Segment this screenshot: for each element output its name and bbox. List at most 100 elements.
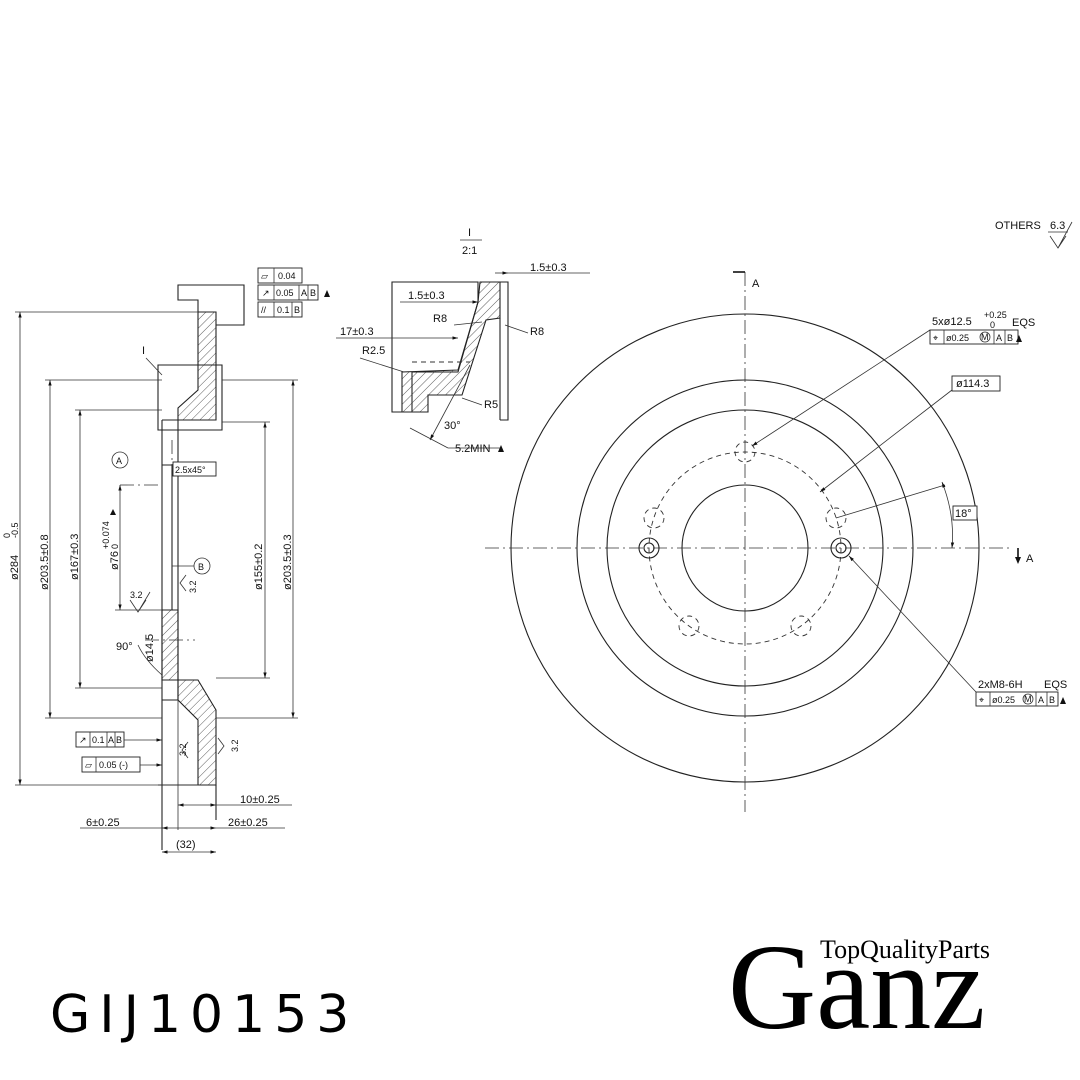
key-feature-triangle [110,509,116,515]
runout-fcf: ↗ 0.1 A B [75,731,162,748]
dim-disc-thickness: 10±0.25 [240,794,280,806]
fcf-runout-value: 0.05 [276,288,294,298]
bolt-hole-fcf: ⌖ ø0.25 M A B [929,329,1022,345]
roughness-symbol-d: 3.2 [217,737,240,755]
detail-scale: 2:1 [462,245,477,257]
dim-braking-diameter-2: ø203.5±0.3 [282,534,294,590]
thread-suffix: EQS [1044,679,1067,691]
dim-braking-diameter-1: ø203.5±0.8 [39,534,51,590]
brand-slogan: TopQualityParts [820,935,990,964]
detail-view: I 2:1 1.5±0.3 1.5±0.3 R8 R8 17±0.3 R2.5 … [336,227,590,455]
svg-text:3.2: 3.2 [178,743,188,756]
svg-text:0.1: 0.1 [92,735,105,745]
detail-width: 17±0.3 [340,326,374,338]
pcd-label: ø114.3 [956,378,989,390]
fcf-runout-ref-b: B [310,288,316,298]
hub-section [161,609,179,681]
dim-outer-tol-lower: -0.5 [10,522,20,538]
front-view: A A 5xø12.5 +0.25 0 EQS ⌖ ø0.25 M A B ø1… [485,271,1067,812]
dim-hub-diameter: ø167±0.3 [69,534,81,580]
bolt-hole-suffix: EQS [1012,317,1035,329]
svg-text:▱: ▱ [85,760,92,770]
flatness-fcf: ▱ 0.05 (-) [81,756,162,773]
hole-angle-label: 90° [116,641,133,653]
thread-spec: 2xM8-6H [978,679,1023,691]
svg-text:B: B [1049,695,1055,705]
fcf-parallel-ref-b: B [294,305,300,315]
disc-section-lower [177,679,217,786]
svg-text:3.2: 3.2 [230,739,240,752]
svg-text:3.2: 3.2 [188,580,198,593]
threaded-holes [638,537,852,559]
detail-section-hatch [401,281,501,413]
svg-text:A: A [116,456,122,466]
roughness-symbol-a: 3.2 [129,590,151,613]
brand-logo: Ganz [728,920,985,1055]
svg-text:A: A [108,735,114,745]
dim-main-thickness: 26±0.25 [228,817,268,829]
fcf-runout-ref-a: A [301,288,307,298]
section-marker-top: A [752,278,760,290]
svg-text:A: A [1038,695,1044,705]
svg-text:ø0.25: ø0.25 [992,695,1015,705]
detail-radius-r8-a: R8 [433,313,447,325]
bolt-hole-tol-upper: +0.25 [984,310,1007,320]
svg-text:B: B [116,735,122,745]
detail-angle: 30° [444,420,461,432]
hub-face [162,464,173,611]
dim-hole-diameter: ø14.5 [144,634,156,662]
fcf-runout-symbol: ↗ [262,288,270,298]
detail-radius-r5: R5 [484,399,498,411]
dim-outer-tol-upper: 0 [2,533,12,538]
svg-text:3.2: 3.2 [130,590,143,600]
detail-inner-step: 1.5±0.3 [408,290,445,302]
roughness-others-value: 6.3 [1050,220,1065,232]
thread-fcf: ⌖ ø0.25 M A B [975,691,1066,707]
dim-center-tol-upper: +0.074 [101,521,111,549]
roughness-symbol-b: 3.2 [179,574,198,593]
fcf-flatness-value: 0.04 [278,271,296,281]
fcf-parallel-symbol: // [261,305,267,315]
bolt-holes [643,441,847,637]
detail-id: I [468,227,471,239]
datum-a-marker [111,451,129,469]
side-section-view: ø284 0 -0.5 ø203.5±0.8 ø167±0.3 ø76 +0.0… [2,267,330,854]
svg-text:B: B [1007,333,1013,343]
dim-center-diameter: ø76 [109,551,121,570]
detail-radius-r8-b: R8 [530,326,544,338]
bolt-hole-spec: 5xø12.5 [932,316,972,328]
detail-radius-r25: R2.5 [362,345,385,357]
svg-text:0.05 (-): 0.05 (-) [99,760,128,770]
hat-outline-2 [157,364,223,431]
hat-outline [161,419,179,701]
fcf-parallel-value: 0.1 [277,305,290,315]
svg-text:M: M [1024,694,1032,704]
general-roughness: OTHERS 6.3 [995,220,1073,249]
roughness-others-label: OTHERS [995,220,1041,232]
fcf-flatness-symbol: ▱ [261,271,268,281]
detail-min-thickness: 5.2MIN [455,443,491,455]
svg-text:A: A [996,333,1002,343]
detail-outer-step: 1.5±0.3 [530,262,567,274]
svg-text:B: B [198,562,204,572]
part-number: GIJ10153 [50,985,358,1045]
dim-outer-diameter: ø284 [9,555,21,580]
roughness-symbol-c: 3.2 [178,741,189,759]
svg-text:M: M [981,332,989,342]
svg-text:ø0.25: ø0.25 [946,333,969,343]
svg-text:⌖: ⌖ [933,333,938,343]
detail-marker: I [142,345,145,357]
bolt-hole-tol-lower: 0 [990,320,995,330]
angle-label: 18° [955,508,972,520]
dim-pilot-diameter: ø155±0.2 [253,544,265,590]
chamfer-label: 2.5x45° [175,465,206,475]
svg-text:↗: ↗ [79,735,87,745]
dim-total-height: (32) [176,839,196,851]
section-marker-right: A [1026,553,1034,565]
svg-text:⌖: ⌖ [979,695,984,705]
disc-section-upper [177,311,217,421]
top-fcf-stack: ▱ 0.04 ↗ 0.05 A B // 0.1 B [257,267,330,318]
dim-hat-thickness: 6±0.25 [86,817,120,829]
dim-center-tol-lower: 0 [110,544,120,549]
